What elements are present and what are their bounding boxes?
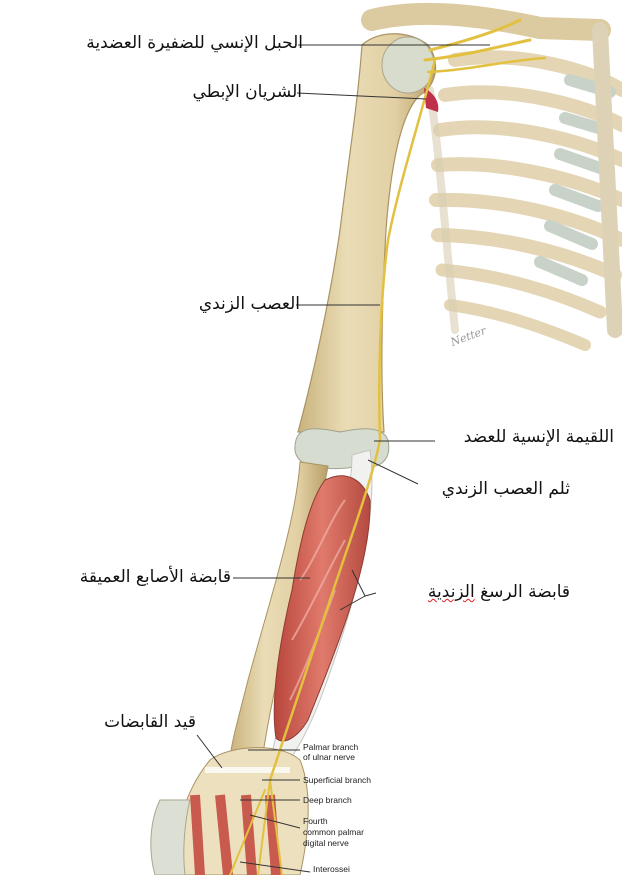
label-flexor-retinaculum: قيد القابضات: [104, 712, 196, 732]
label-palmar-branch-1: Palmar branch: [303, 742, 358, 752]
label-superficial-branch: Superficial branch: [303, 775, 371, 785]
sternum: [600, 30, 615, 330]
label-palmar-branch-2: of ulnar nerve: [303, 752, 355, 762]
label-fdp: قابضة الأصابع العميقة: [80, 567, 231, 587]
label-fcu-part2: الزندية: [428, 582, 475, 602]
label-axillary-artery: الشريان الإبطي: [192, 82, 302, 102]
label-medial-epicondyle: اللقيمة الإنسية للعضد: [464, 427, 614, 447]
humerus: [298, 34, 436, 432]
clavicle: [372, 14, 600, 30]
label-fourth-1: Fourth: [303, 816, 328, 826]
label-fcu: قابضة الرسغ الزندية: [428, 582, 570, 602]
flexor-muscles: [274, 476, 370, 741]
label-deep-branch: Deep branch: [303, 795, 352, 805]
label-fourth-3: digital nerve: [303, 838, 349, 848]
label-ulnar-nerve: العصب الزندي: [199, 294, 300, 314]
costal-cartilage: [560, 154, 600, 168]
label-fcu-part1: قابضة الرسغ: [475, 582, 570, 602]
leader-ulnar-groove: [368, 460, 418, 484]
label-interossei: Interossei: [313, 864, 350, 874]
label-fourth-2: common palmar: [303, 827, 364, 837]
hand: [151, 748, 308, 875]
label-ulnar-groove: ثلم العصب الزندي: [442, 479, 570, 499]
label-medial-cord: الحبل الإنسي للضفيرة العضدية: [86, 33, 303, 53]
